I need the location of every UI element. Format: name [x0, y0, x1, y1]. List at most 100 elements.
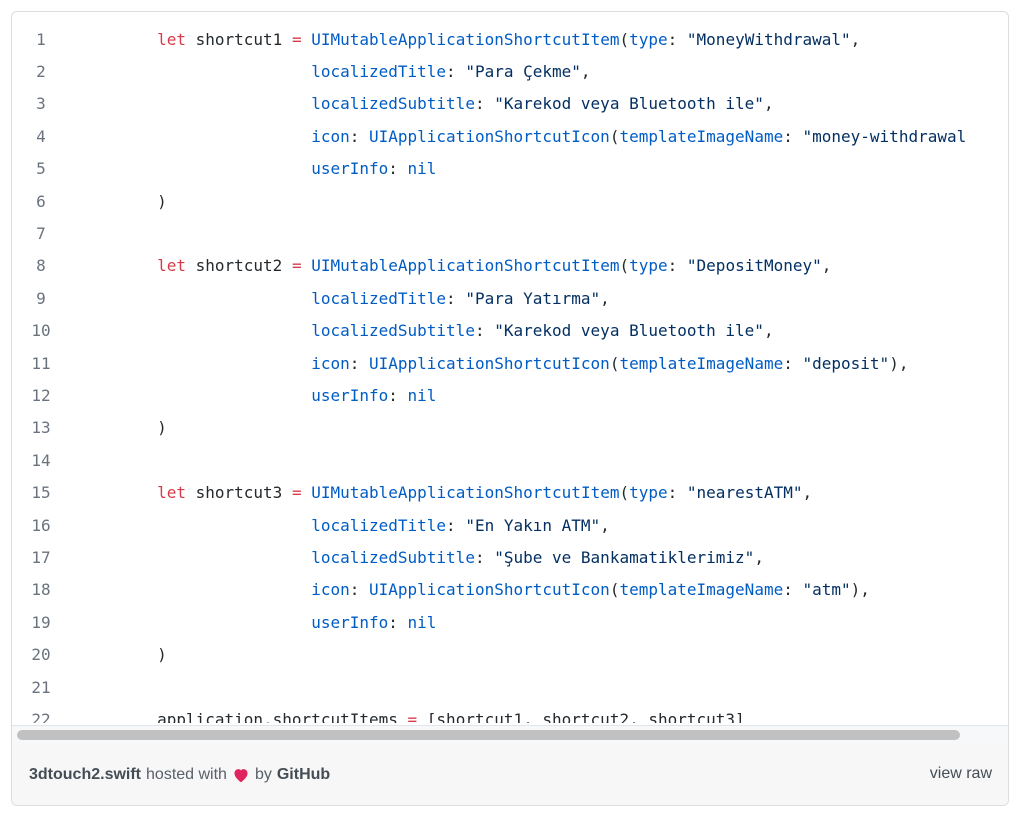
code-token — [80, 516, 311, 535]
code-token: shortcut2 — [185, 256, 292, 276]
line-number[interactable]: 9 — [36, 288, 46, 308]
line-number[interactable]: 15 — [31, 483, 51, 503]
code-token: , — [821, 256, 832, 276]
code-line: 14 — [12, 444, 1008, 476]
code-line: 7 — [12, 217, 1008, 249]
code-token: [shortcut1, shortcut2, shortcut3] — [417, 709, 745, 723]
line-code: localizedTitle: "Para Çekme", — [70, 61, 590, 81]
line-number[interactable]: 11 — [31, 353, 51, 373]
code-token: ( — [619, 29, 630, 49]
code-token: localizedTitle — [311, 515, 447, 535]
code-line: 3 localizedSubtitle: "Karekod veya Bluet… — [12, 88, 1008, 120]
code-token — [80, 354, 311, 373]
github-link[interactable]: GitHub — [276, 766, 331, 783]
code-token: ) — [157, 645, 167, 665]
code-token: localizedSubtitle — [311, 321, 475, 341]
line-number[interactable]: 2 — [36, 61, 46, 81]
code-token: "Para Çekme" — [465, 61, 581, 81]
code-token: templateImageName — [619, 580, 784, 600]
code-token: UIMutableApplicationShortcutItem — [311, 256, 620, 276]
code-token: UIApplicationShortcutIcon — [368, 580, 610, 600]
code-token: "Karekod veya Bluetooth ile" — [494, 94, 764, 114]
code-token: , — [600, 515, 610, 535]
line-number[interactable]: 16 — [31, 515, 51, 535]
line-number[interactable]: 3 — [36, 94, 46, 114]
code-token: ( — [609, 126, 620, 146]
line-number[interactable]: 21 — [31, 677, 51, 697]
code-line: 4 icon: UIApplicationShortcutIcon(templa… — [12, 120, 1008, 152]
code-token: , — [802, 483, 813, 503]
code-token — [80, 127, 311, 146]
code-token: : — [446, 288, 466, 308]
code-token: "nearestATM" — [686, 483, 803, 503]
scrollbar-thumb[interactable] — [17, 730, 960, 740]
code-token: : — [349, 580, 369, 600]
line-number[interactable]: 14 — [31, 450, 51, 470]
line-number[interactable]: 5 — [36, 159, 46, 179]
code-token — [80, 192, 157, 211]
line-number[interactable]: 10 — [31, 321, 51, 341]
line-code: userInfo: nil — [70, 386, 436, 405]
code-token: UIApplicationShortcutIcon — [368, 126, 610, 146]
line-code: localizedTitle: "Para Yatırma", — [70, 289, 610, 308]
code-token — [80, 256, 157, 275]
code-token — [80, 62, 311, 81]
code-token — [80, 580, 311, 599]
code-line: 10 localizedSubtitle: "Karekod veya Blue… — [12, 315, 1008, 347]
code-token: userInfo — [311, 612, 389, 632]
code-token: "atm" — [802, 580, 851, 600]
code-token: : — [667, 29, 687, 49]
line-number[interactable]: 13 — [31, 418, 51, 438]
code-token: : — [349, 126, 369, 146]
code-token: templateImageName — [619, 126, 784, 146]
code-token: "MoneyWithdrawal" — [686, 29, 851, 49]
code-line: 1 let shortcut1 = UIMutableApplicationSh… — [12, 23, 1008, 55]
code-token: ), — [850, 580, 870, 600]
line-code: icon: UIApplicationShortcutIcon(template… — [70, 354, 908, 373]
line-code: userInfo: nil — [70, 613, 436, 632]
line-number[interactable]: 12 — [31, 385, 51, 405]
code-token: localizedSubtitle — [311, 547, 475, 567]
code-line: 9 localizedTitle: "Para Yatırma", — [12, 282, 1008, 314]
line-number[interactable]: 4 — [36, 126, 46, 146]
code-token — [80, 483, 157, 502]
code-token: = — [407, 709, 418, 723]
code-token: "DepositMoney" — [686, 256, 822, 276]
line-number[interactable]: 7 — [36, 223, 46, 243]
filename-link[interactable]: 3dtouch2.swift — [29, 766, 142, 783]
code-token: type — [629, 483, 668, 503]
code-token: ) — [157, 418, 167, 438]
code-line: 6 ) — [12, 185, 1008, 217]
code-line: 22 application.shortcutItems = [shortcut… — [12, 703, 1008, 723]
line-number[interactable]: 1 — [36, 29, 46, 49]
code-token: : — [474, 94, 495, 114]
code-token: type — [629, 29, 668, 49]
gist-meta: 3dtouch2.swift hosted with by GitHub — [29, 766, 330, 784]
line-number[interactable]: 6 — [36, 191, 46, 211]
view-raw-link[interactable]: view raw — [929, 765, 992, 782]
code-token — [80, 159, 311, 178]
code-token: UIMutableApplicationShortcutItem — [311, 29, 620, 49]
line-code: application.shortcutItems = [shortcut1, … — [70, 710, 745, 723]
line-number[interactable]: 20 — [31, 645, 51, 665]
code-line: 11 icon: UIApplicationShortcutIcon(templ… — [12, 347, 1008, 379]
horizontal-scrollbar[interactable] — [12, 725, 1008, 746]
code-line: 5 userInfo: nil — [12, 153, 1008, 185]
line-number[interactable]: 17 — [31, 547, 51, 567]
code-token: nil — [407, 385, 437, 405]
code-line: 13 ) — [12, 412, 1008, 444]
code-token: "Karekod veya Bluetooth ile" — [494, 321, 764, 341]
code-token: ( — [609, 580, 620, 600]
code-token — [80, 289, 311, 308]
gist-embed: 1 let shortcut1 = UIMutableApplicationSh… — [11, 11, 1009, 806]
code-token — [80, 418, 157, 437]
code-token: "Şube ve Bankamatiklerimiz" — [494, 547, 755, 567]
line-number[interactable]: 8 — [36, 256, 46, 276]
line-number[interactable]: 18 — [31, 580, 51, 600]
code-token: ) — [157, 191, 167, 211]
line-number[interactable]: 22 — [31, 709, 51, 723]
line-number[interactable]: 19 — [31, 612, 51, 632]
code-token: ( — [609, 353, 620, 373]
code-line: 16 localizedTitle: "En Yakın ATM", — [12, 509, 1008, 541]
code-line: 8 let shortcut2 = UIMutableApplicationSh… — [12, 250, 1008, 282]
